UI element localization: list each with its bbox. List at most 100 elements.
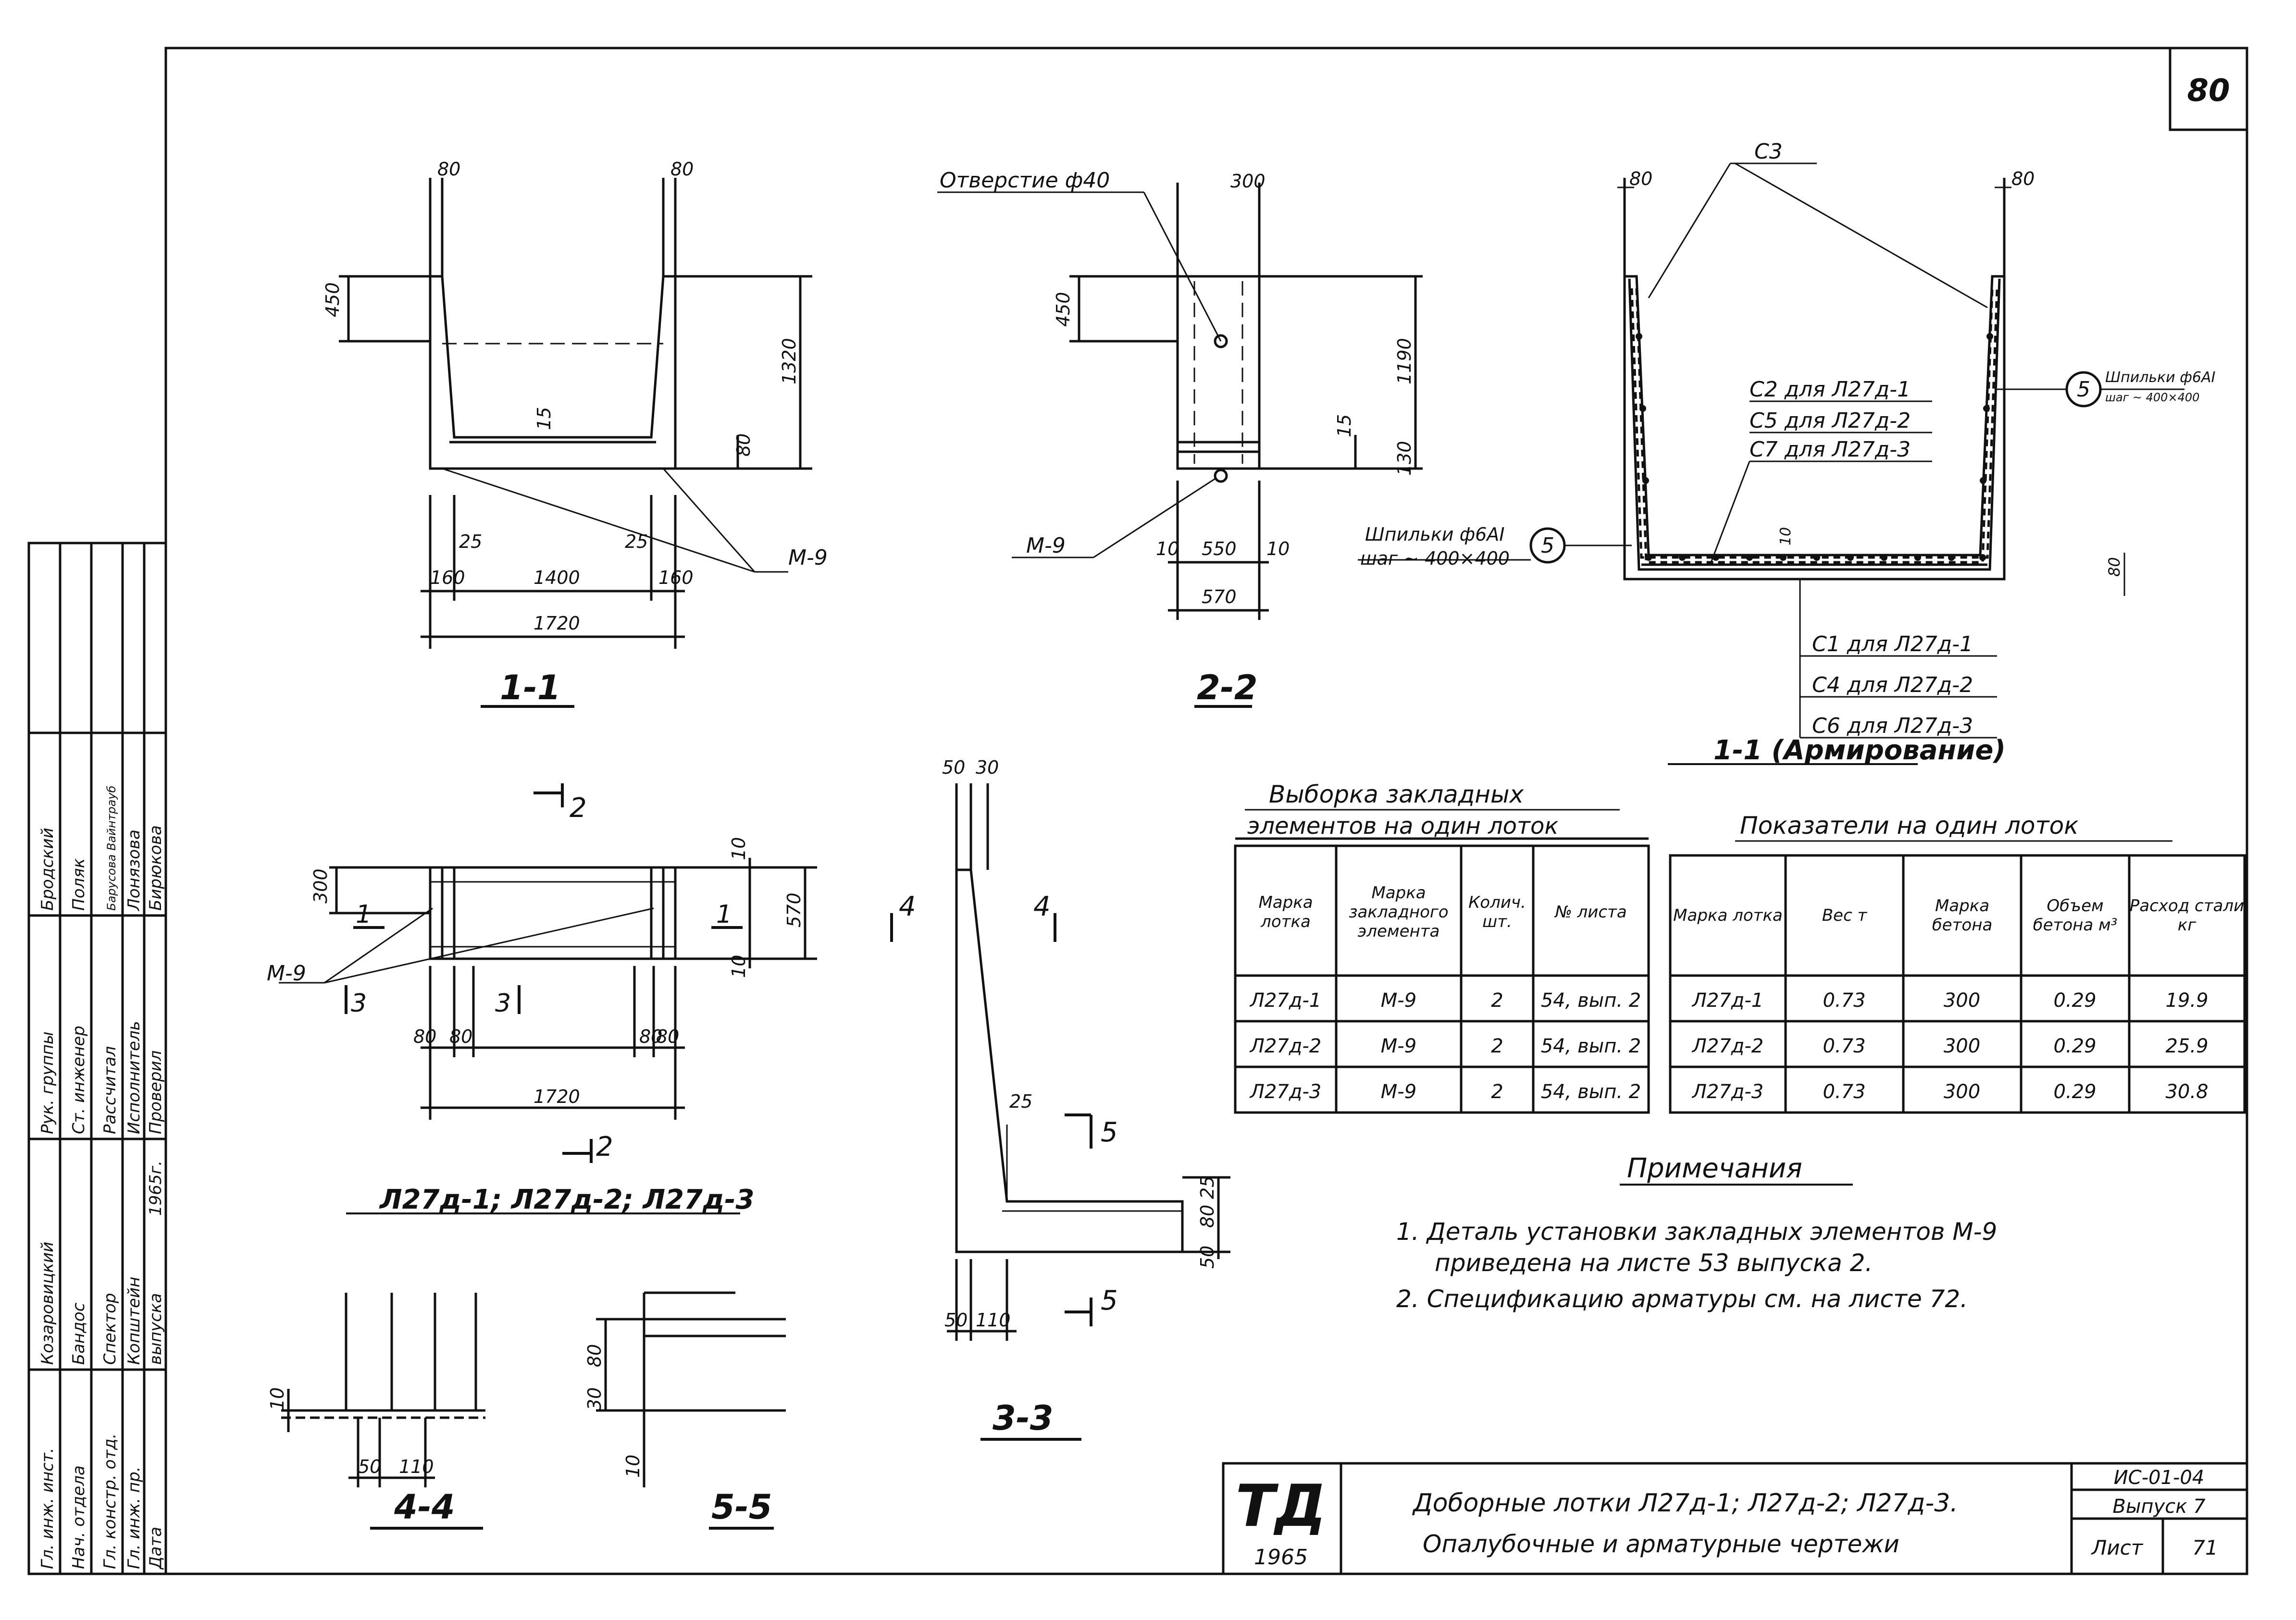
cut-mark: 4 <box>1033 891 1051 922</box>
table-cell: 54, вып. 2 <box>1541 1081 1641 1103</box>
dim-text: 80 <box>584 1344 605 1367</box>
stamp-role: Нач. отдела <box>69 1465 88 1569</box>
hole-callout: Отверстие ф40 <box>940 168 1110 193</box>
stamp-name: Поляк <box>69 858 88 911</box>
table-cell: 19.9 <box>2165 989 2208 1012</box>
table-cell: 0.73 <box>1823 1081 1865 1103</box>
dim-text: 1400 <box>534 567 580 588</box>
dim-text: 160 <box>430 567 465 588</box>
dim-text: 50 <box>942 757 965 778</box>
table-header-cell: Марка бетона <box>1932 896 1993 935</box>
dim-text: 10 <box>728 837 749 860</box>
stamp-name: Копштейн <box>124 1277 144 1365</box>
side-stamp-grid <box>27 542 167 1575</box>
dim-text: 300 <box>310 868 331 903</box>
note-line: 2. Спецификацию арматуры см. на листе 72… <box>1396 1285 1968 1313</box>
pin-label: Шпильки ф6АI <box>2105 369 2215 386</box>
dim-text: 10 <box>267 1387 288 1410</box>
table-cell: 54, вып. 2 <box>1541 989 1641 1012</box>
dim-text: 80 <box>2011 168 2035 189</box>
sheet-number: 71 <box>2192 1536 2218 1559</box>
notes-heading: Примечания <box>1627 1153 1802 1184</box>
dim-text: 1320 <box>779 338 800 384</box>
bar-label: С1 для Л27д-1 <box>1812 632 1973 656</box>
cut-mark: 2 <box>596 1131 613 1162</box>
dim-text: 110 <box>399 1456 434 1477</box>
dim-text: 80 <box>639 1026 662 1047</box>
embedded-table-grid <box>1234 809 1650 1114</box>
table-cell: 300 <box>1944 1081 1980 1103</box>
dim-text: 10 <box>728 955 749 978</box>
dim-text: 160 <box>658 567 694 588</box>
table-caption: Показатели на один лоток <box>1740 812 2078 840</box>
table-cell: 0.73 <box>1823 1035 1865 1057</box>
table-cell: 300 <box>1944 1035 1980 1057</box>
table-header-row: Марка лотка Марка закладного элемента Ко… <box>1258 883 1626 941</box>
table-cell: М-9 <box>1381 1081 1416 1103</box>
project-code: ИС-01-04 <box>2114 1467 2205 1489</box>
table-cell: Л27д-3 <box>1249 1081 1322 1103</box>
section-title: 5-5 <box>711 1487 772 1527</box>
table-header-cell: Вес т <box>1822 906 1867 925</box>
title-block: ТД 1965 Доборные лотки Л27д-1; Л27д-2; Л… <box>1236 1467 2218 1570</box>
dim-text: 10 <box>1156 538 1179 559</box>
m9-label: М-9 <box>267 961 306 986</box>
dim-text: 550 <box>1202 538 1237 559</box>
cut-mark: 1 <box>716 900 732 929</box>
bar-label: С6 для Л27д-3 <box>1812 714 1973 738</box>
dim-text: 30 <box>976 757 999 778</box>
dim-text: 80 <box>437 159 460 180</box>
dim-text: 300 <box>1230 171 1266 192</box>
stamp-role: Гл. констр. отд. <box>100 1434 120 1569</box>
dim-text: 80 <box>1197 1205 1218 1228</box>
section-title: 3-3 <box>993 1398 1053 1438</box>
title-block-grid <box>1222 1462 2248 1575</box>
pin-number: 5 <box>2077 377 2090 402</box>
section-2-2-axis <box>1193 281 1243 464</box>
bar-label: С2 для Л27д-1 <box>1750 377 1911 402</box>
issue-number: Выпуск 7 <box>2112 1496 2206 1518</box>
dim-text: 80 <box>1629 168 1652 189</box>
dim-text: 15 <box>1334 414 1355 437</box>
side-stamp: Гл. инж. инст. Нач. отдела Гл. констр. о… <box>38 785 165 1570</box>
bar-label: С7 для Л27д-3 <box>1750 437 1911 462</box>
table-header-cell: Объем бетона м³ <box>2033 896 2118 935</box>
c3-label: С3 <box>1754 139 1783 164</box>
drawing-subtitle: Опалубочные и арматурные чертежи <box>1423 1530 1899 1558</box>
table-cell: 25.9 <box>2165 1035 2208 1057</box>
table-header-cell: Колич. шт. <box>1468 892 1526 931</box>
table-cell: Л27д-1 <box>1691 989 1764 1012</box>
table-cell: 0.29 <box>2053 1035 2096 1057</box>
section-arm-labels: 80 80 С3 С2 для Л27д-1 С5 для Л27д-2 С7 … <box>1360 139 2215 766</box>
stamp-name: Бандос <box>69 1302 88 1365</box>
stamp-issue-label: выпуска <box>146 1293 165 1365</box>
cut-mark: 5 <box>1101 1285 1118 1316</box>
dim-text: 25 <box>459 531 482 552</box>
stamp-name: Лонязова <box>124 829 144 912</box>
notes-block: Примечания 1. Деталь установки закладных… <box>1396 1153 1997 1313</box>
dim-text: 15 <box>534 407 555 430</box>
dim-text: 10 <box>1777 527 1794 545</box>
stamp-name: Барусова Вайнтрауб <box>105 785 118 911</box>
stamp-role: Ст. инженер <box>69 1026 88 1134</box>
cut-mark: 3 <box>495 989 511 1018</box>
note-line: 1. Деталь установки закладных элементов … <box>1396 1218 1997 1246</box>
section-title: 1-1 (Армирование) <box>1713 735 2006 766</box>
dim-text: 80 <box>2105 557 2123 577</box>
cut-mark: 4 <box>899 891 916 922</box>
dim-text: 1190 <box>1394 338 1415 384</box>
embedded-table: Выборка закладных элементов на один лото… <box>1247 780 1641 1103</box>
dim-text: 50 <box>358 1456 381 1477</box>
stamp-name: Бирюкова <box>146 825 165 911</box>
section-arm-drawing <box>1358 162 2184 765</box>
bar-label: С4 для Л27д-2 <box>1812 673 1973 697</box>
pin-step-label: шаг ~ 400×400 <box>2105 391 2199 404</box>
organization-logo: ТД <box>1236 1473 1327 1540</box>
cut-mark: 3 <box>351 989 367 1018</box>
dim-text: 80 <box>733 433 754 457</box>
dim-text: 25 <box>1009 1091 1032 1112</box>
dim-text: 10 <box>622 1455 644 1478</box>
page-number-box <box>2169 47 2248 131</box>
